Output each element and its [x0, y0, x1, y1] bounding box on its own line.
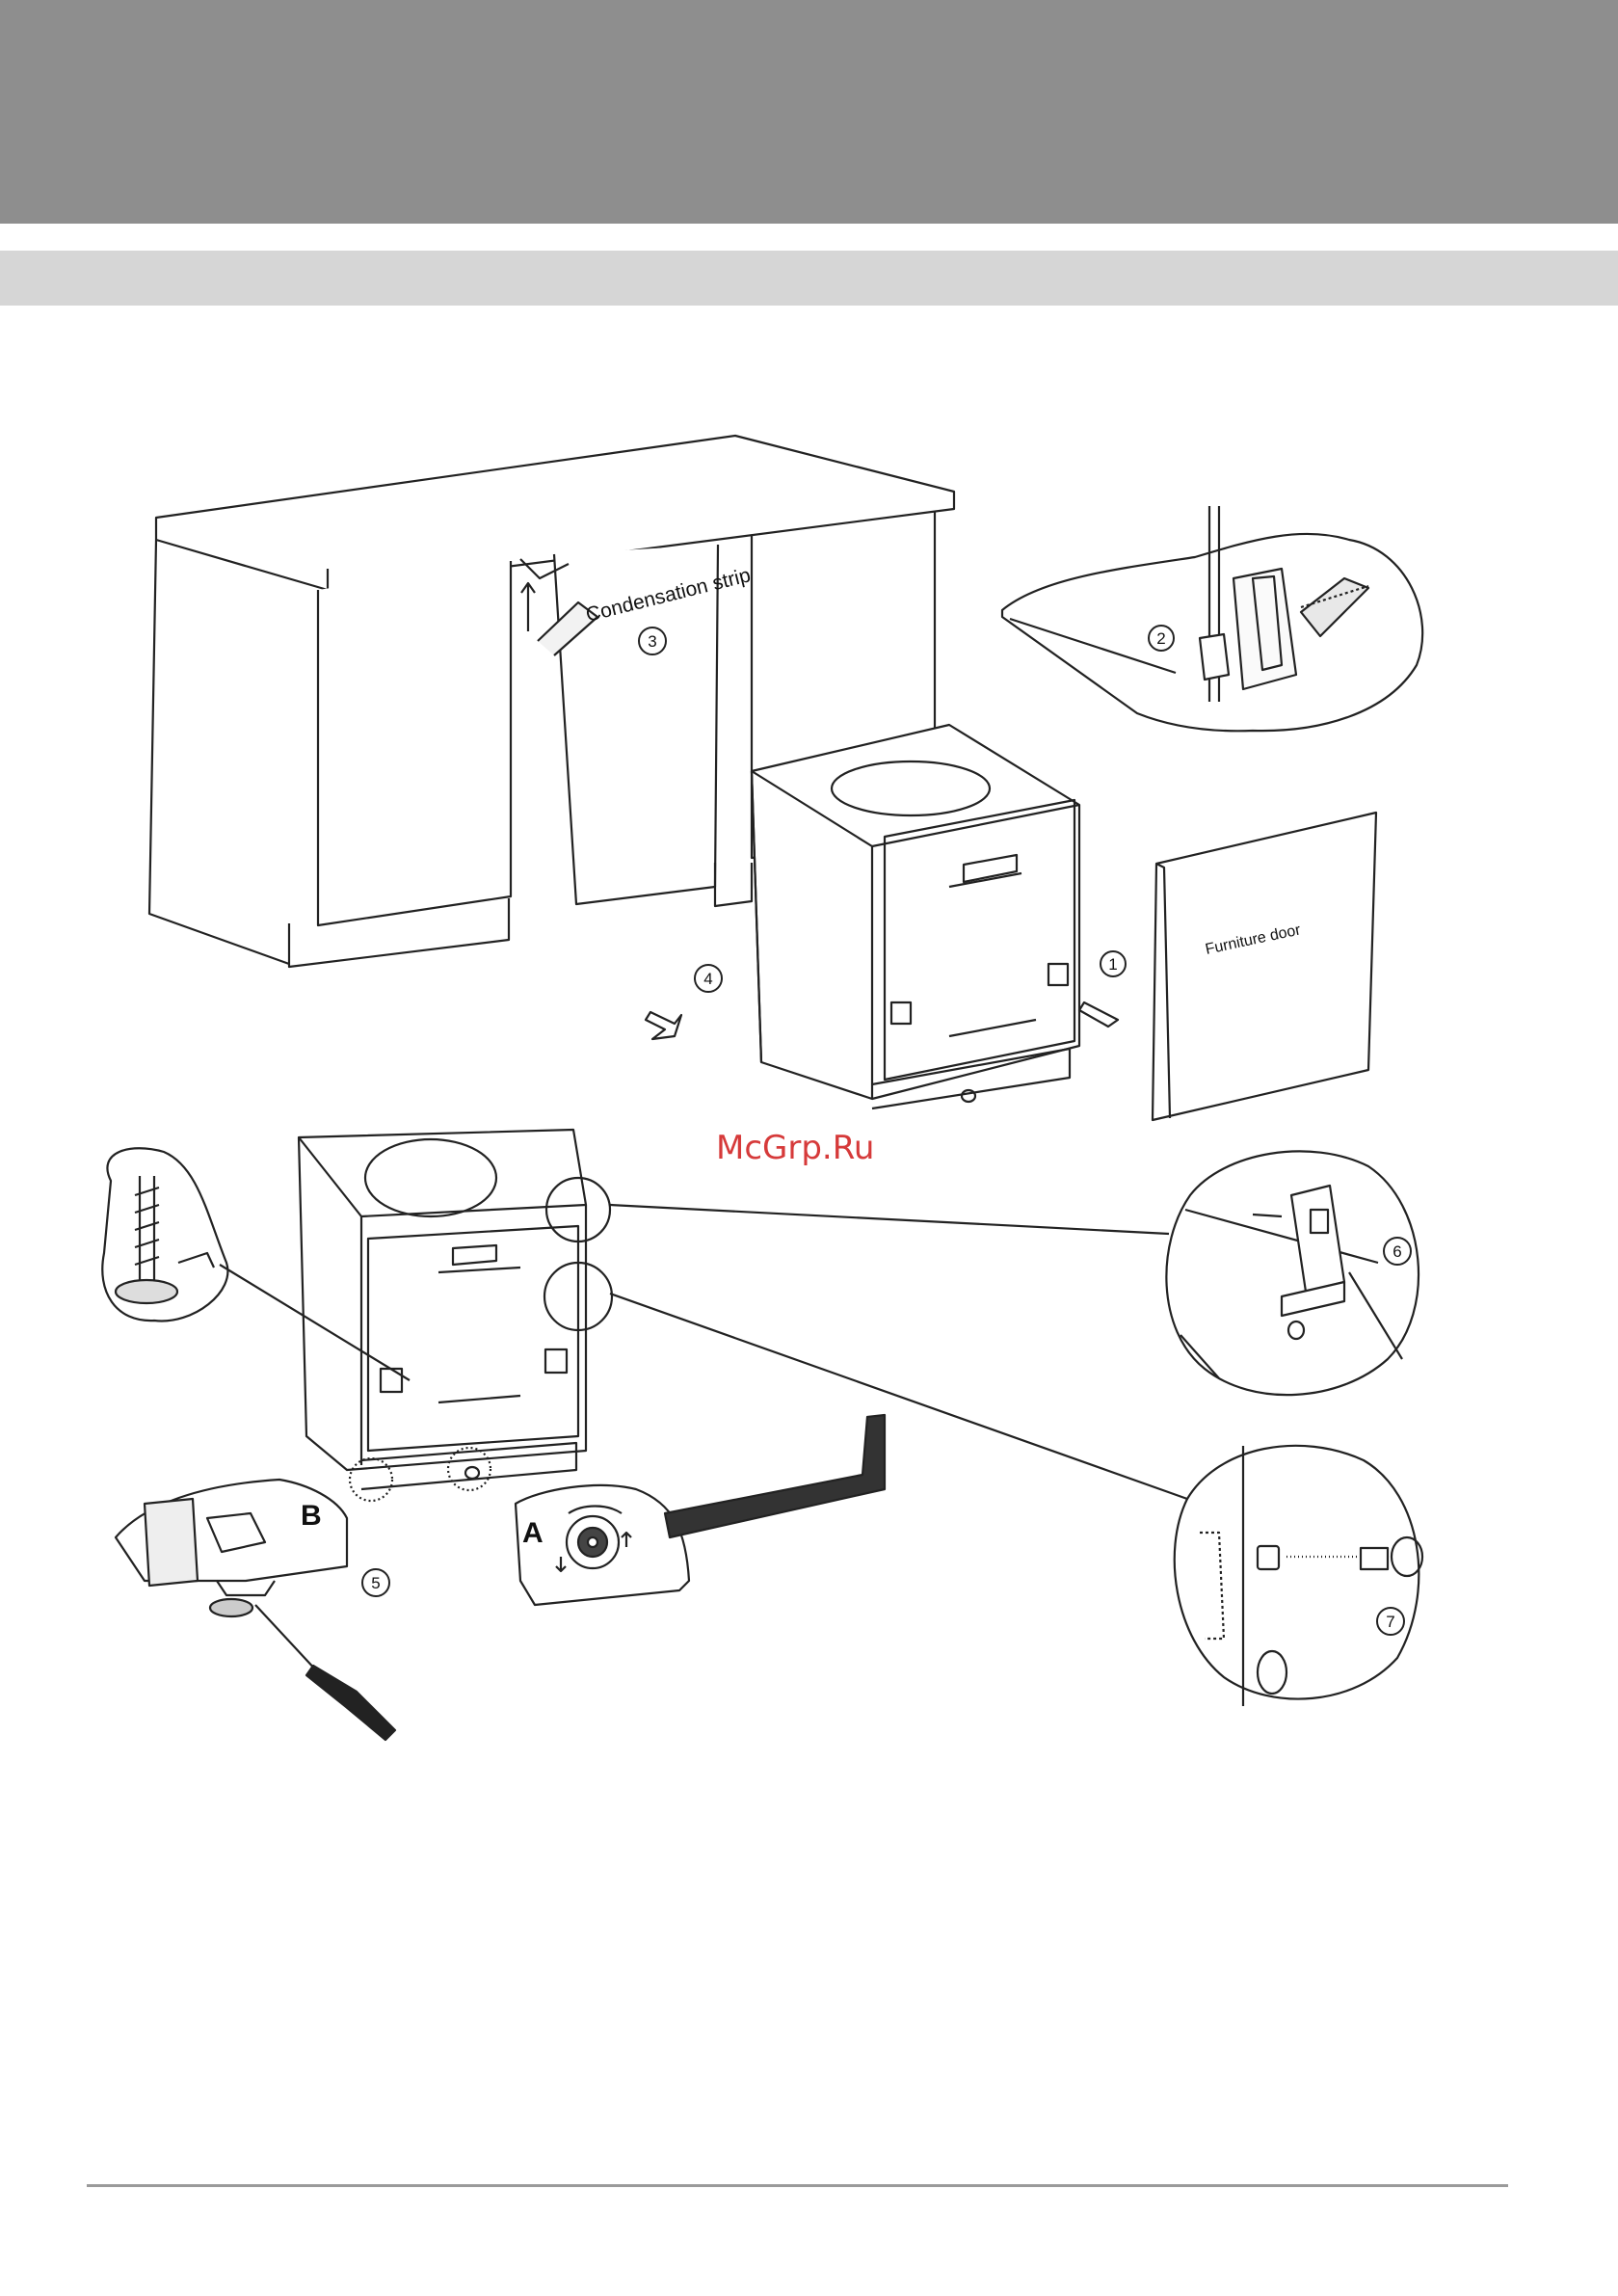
arrow-4-icon — [646, 1012, 681, 1039]
allen-key-icon — [665, 1415, 885, 1537]
step-7-label: 7 — [1386, 1613, 1394, 1631]
detail-b-letter: B — [301, 1500, 322, 1532]
step-4-label: 4 — [703, 970, 712, 988]
detail-6-illustration — [1166, 1151, 1419, 1395]
step-5-label: 5 — [371, 1574, 380, 1592]
step-6-label: 6 — [1393, 1242, 1401, 1261]
detail-a-letter: A — [522, 1517, 544, 1549]
dishwasher-upper-illustration — [752, 725, 1079, 1108]
furniture-door-illustration — [1153, 813, 1376, 1120]
step-3-label: 3 — [648, 632, 656, 651]
detail-7-illustration — [1175, 1446, 1422, 1706]
screwdriver-icon — [255, 1605, 395, 1740]
arrow-1-icon — [1079, 1002, 1118, 1027]
dishwasher-lower-illustration — [299, 1130, 586, 1489]
watermark-text: McGrp.Ru — [716, 1129, 874, 1167]
step-2-label: 2 — [1156, 629, 1165, 648]
step-1-label: 1 — [1108, 955, 1117, 974]
hinge-detail-illustration — [1002, 506, 1422, 731]
footer-rule — [87, 2184, 1508, 2187]
